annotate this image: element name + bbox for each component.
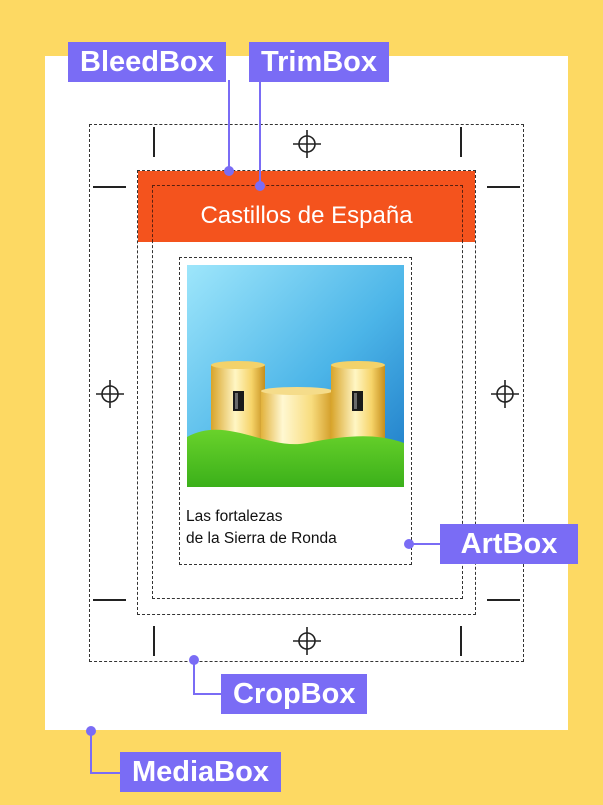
trim-box-label: TrimBox xyxy=(249,42,390,82)
crop-box-label: CropBox xyxy=(221,674,368,714)
media-box-leader-vertical xyxy=(90,732,92,774)
document-header-band: Castillos de España xyxy=(138,171,475,242)
art-box-outline xyxy=(179,257,412,565)
bleed-box-leader-dot xyxy=(224,166,234,176)
bleed-box-outline xyxy=(137,170,476,615)
castle-illustration xyxy=(187,265,404,487)
media-box-leader-horizontal xyxy=(90,772,122,774)
crop-box-leader-dot xyxy=(189,655,199,665)
bleed-box-leader xyxy=(228,80,230,172)
crop-box-leader-horizontal xyxy=(193,693,223,695)
trim-box-leader xyxy=(259,80,261,187)
trim-mark-top-left-vertical xyxy=(153,127,155,157)
registration-mark-icon xyxy=(293,130,321,158)
trim-mark-top-right-vertical xyxy=(460,127,462,157)
art-box-leader xyxy=(411,543,441,545)
trim-mark-bottom-left-horizontal xyxy=(93,599,126,601)
crop-box-leader-vertical xyxy=(193,661,195,695)
trim-box-outline-over-header xyxy=(152,185,463,242)
registration-mark-icon xyxy=(491,380,519,408)
bleed-box-label: BleedBox xyxy=(68,42,226,82)
document-title: Castillos de España xyxy=(200,202,413,229)
crop-box-outline xyxy=(89,124,524,662)
trim-mark-bottom-right-horizontal xyxy=(487,599,520,601)
trim-mark-bottom-right-vertical xyxy=(460,626,462,656)
caption-line-2: de la Sierra de Ronda xyxy=(186,530,337,547)
trim-mark-top-right-horizontal xyxy=(487,186,520,188)
caption-line-1: Las fortalezas xyxy=(186,508,283,525)
picture-caption: Las fortalezas de la Sierra de Ronda xyxy=(186,506,337,550)
trim-box-leader-dot xyxy=(255,181,265,191)
art-box-leader-dot xyxy=(404,539,414,549)
registration-mark-icon xyxy=(96,380,124,408)
trim-mark-bottom-left-vertical xyxy=(153,626,155,656)
media-box-leader-dot xyxy=(86,726,96,736)
media-box-label: MediaBox xyxy=(120,752,281,792)
registration-mark-icon xyxy=(293,627,321,655)
art-box-label: ArtBox xyxy=(440,524,578,564)
trim-mark-top-left-horizontal xyxy=(93,186,126,188)
